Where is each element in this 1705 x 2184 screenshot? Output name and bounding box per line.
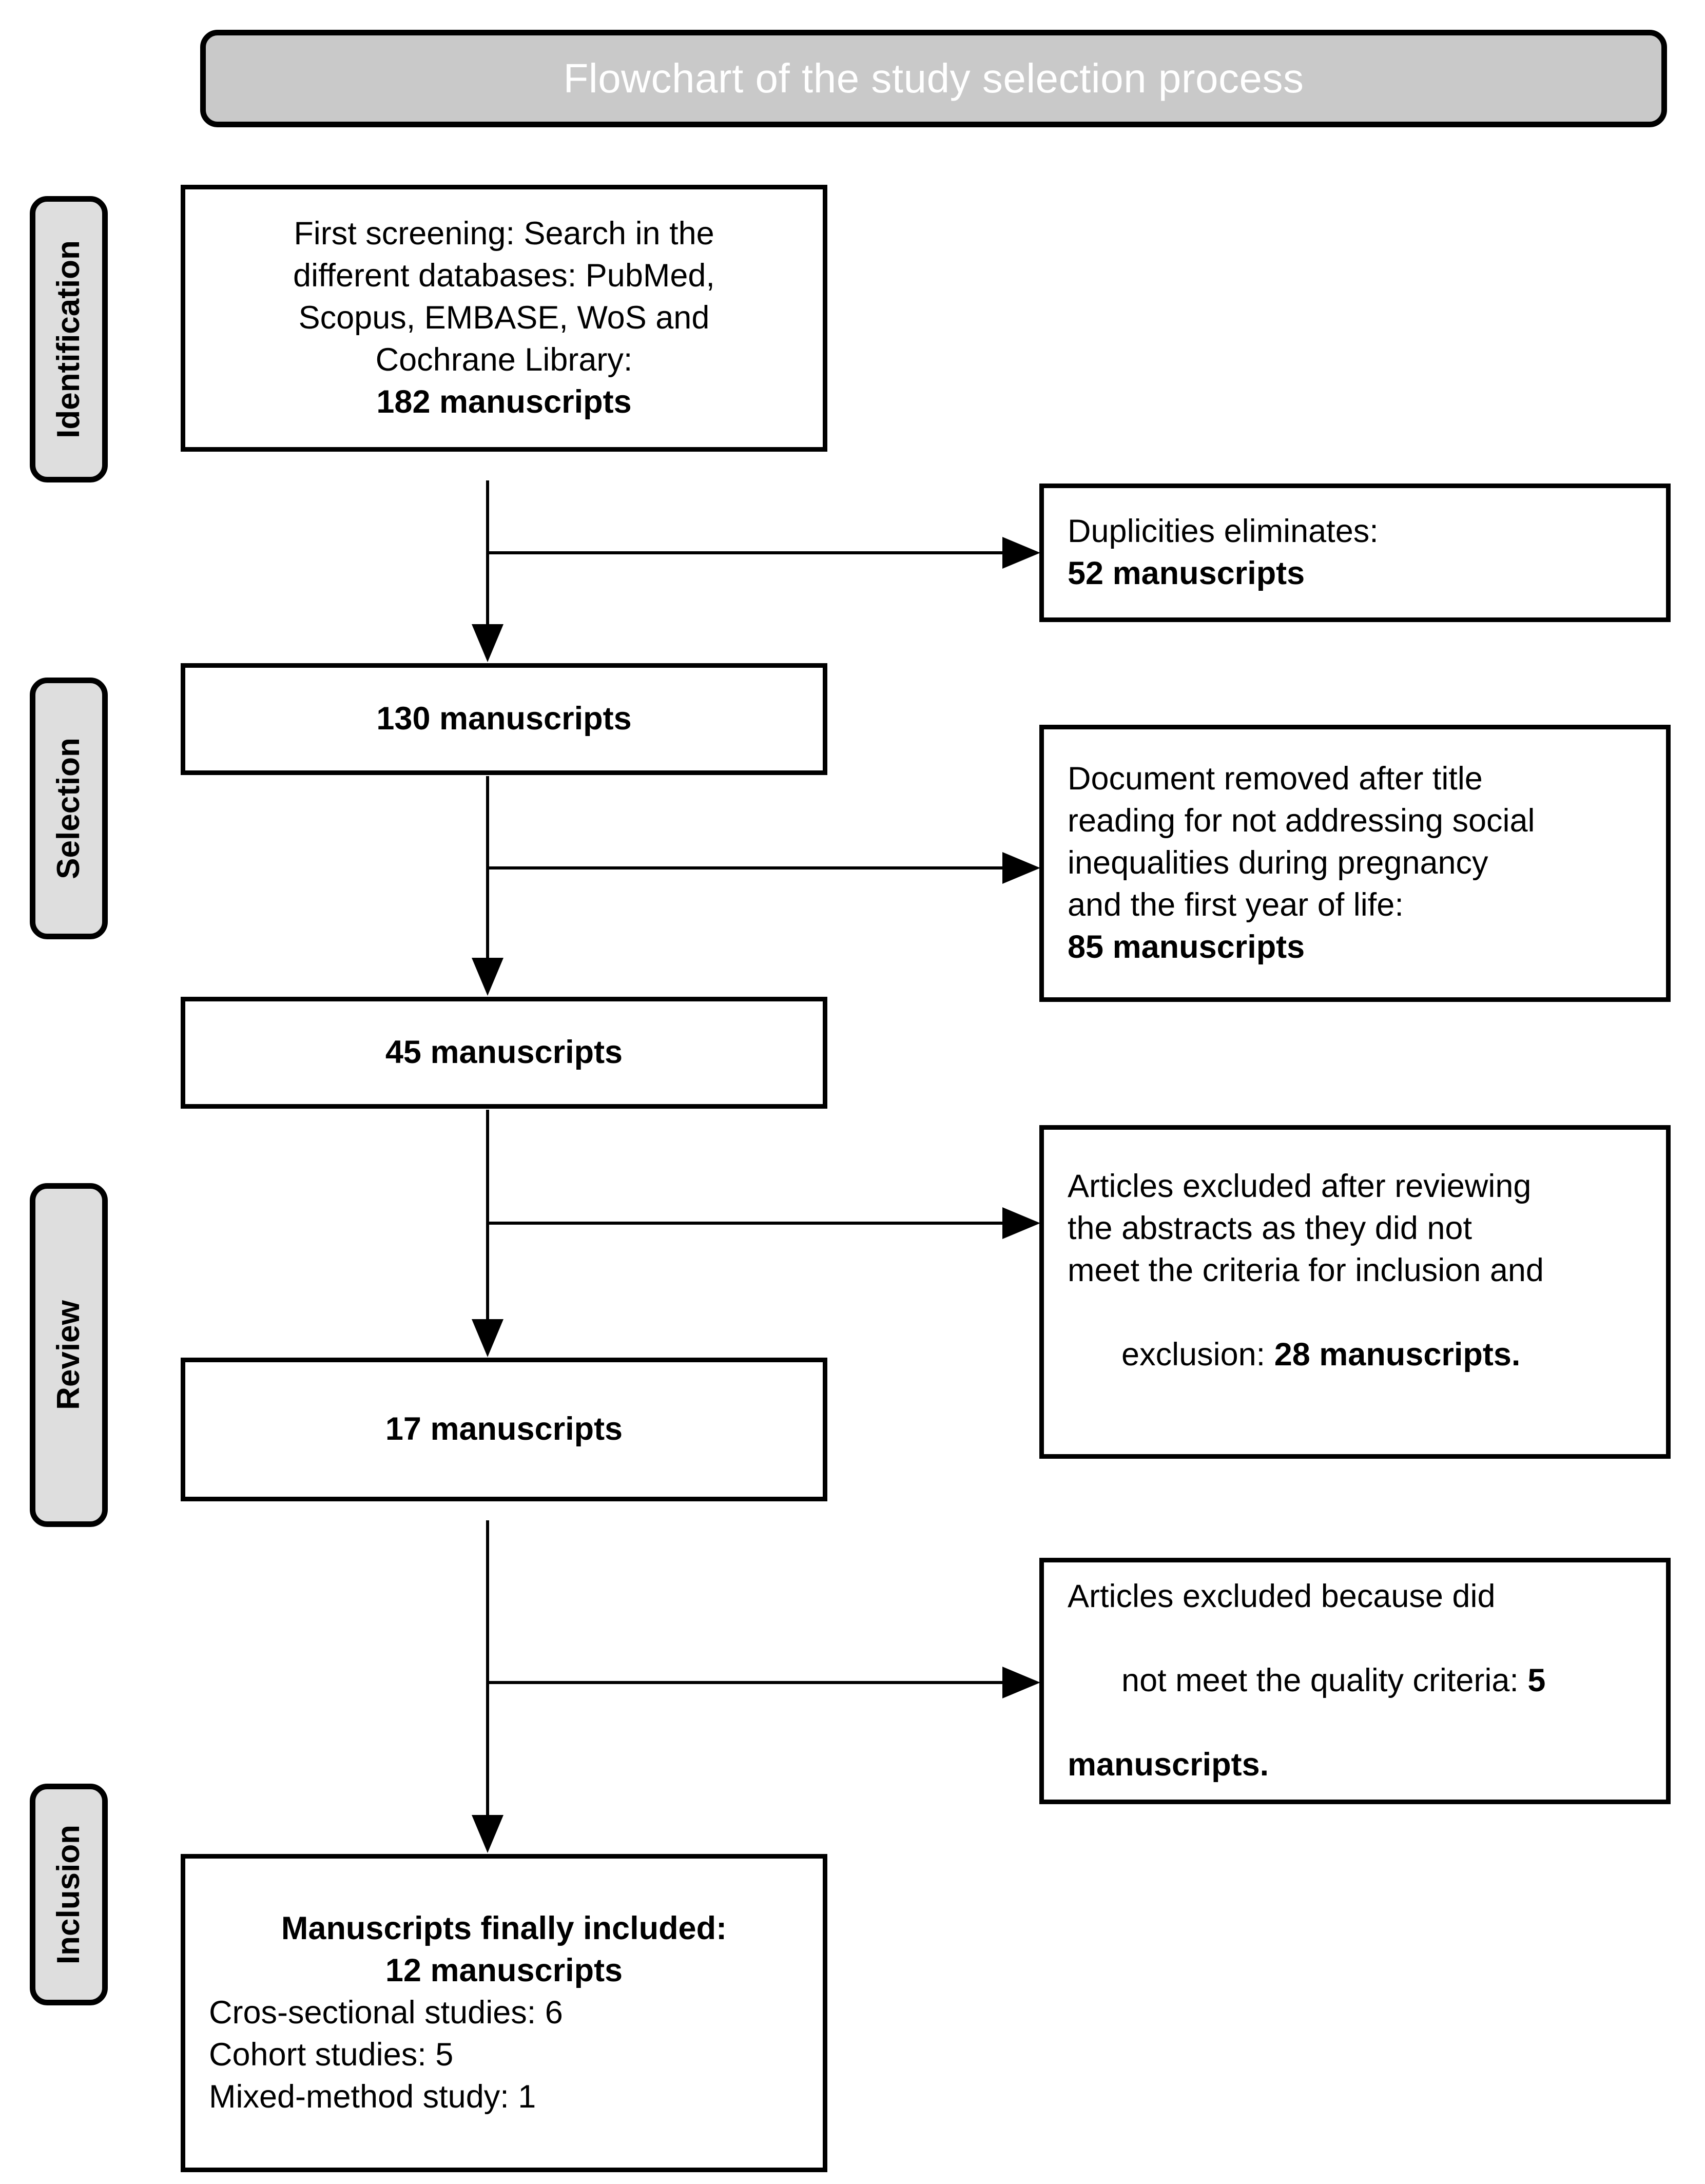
quality-excluded-line-1: Articles excluded because did bbox=[1068, 1578, 1496, 1615]
connector-line-to-title-excluded bbox=[488, 866, 1003, 869]
stage-label-identification-text: Identification bbox=[51, 240, 86, 438]
abstract-excluded-line-2: the abstracts as they did not bbox=[1068, 1210, 1472, 1247]
first-screening-line-2: different databases: PubMed, bbox=[293, 258, 715, 294]
box-after-title-screening: 45 manuscripts bbox=[181, 997, 827, 1109]
stage-label-review-text: Review bbox=[51, 1300, 87, 1410]
box-title-excluded: Document removed after title reading for… bbox=[1039, 725, 1671, 1002]
connector-line-45-to-17 bbox=[486, 1110, 489, 1320]
connector-line-to-quality-excluded bbox=[488, 1681, 1003, 1684]
box-quality-excluded: Articles excluded because did not meet t… bbox=[1039, 1558, 1671, 1804]
first-screening-line-1: First screening: Search in the bbox=[294, 216, 714, 252]
box-after-duplicates: 130 manuscripts bbox=[181, 663, 827, 775]
abstract-excluded-count: 28 manuscripts. bbox=[1274, 1336, 1521, 1373]
title-excluded-line-3: inequalities during pregnancy bbox=[1068, 845, 1488, 881]
quality-excluded-count: 5 bbox=[1527, 1663, 1546, 1699]
stage-label-inclusion: Inclusion bbox=[30, 1784, 108, 2005]
arrow-down-130-to-45 bbox=[472, 958, 503, 996]
quality-excluded-prefix: not meet the quality criteria: bbox=[1121, 1663, 1528, 1699]
title-excluded-line-2: reading for not addressing social bbox=[1068, 803, 1535, 839]
arrow-down-45-to-17 bbox=[472, 1319, 503, 1357]
quality-excluded-line-2: not meet the quality criteria: 5 bbox=[1044, 1618, 1666, 1744]
first-screening-count: 182 manuscripts bbox=[376, 383, 632, 420]
stage-label-selection: Selection bbox=[30, 678, 108, 939]
box-first-screening: First screening: Search in the different… bbox=[181, 185, 827, 452]
arrow-down-17-to-included bbox=[472, 1815, 503, 1853]
title-excluded-line-1: Document removed after title bbox=[1068, 761, 1483, 797]
final-included-line-3: Cros-sectional studies: 6 bbox=[209, 1995, 563, 2031]
flowchart-title-banner: Flowchart of the study selection process bbox=[200, 30, 1667, 127]
arrow-right-to-duplicates bbox=[1002, 537, 1040, 569]
final-included-line-2: 12 manuscripts bbox=[385, 1953, 623, 1989]
quality-excluded-line-3: manuscripts. bbox=[1068, 1746, 1269, 1783]
box-after-abstract-screening: 17 manuscripts bbox=[181, 1358, 827, 1501]
arrow-down-screening-to-130 bbox=[472, 624, 503, 662]
box-abstract-excluded: Articles excluded after reviewing the ab… bbox=[1039, 1125, 1671, 1459]
first-screening-line-3: Scopus, EMBASE, WoS and bbox=[298, 300, 710, 336]
flowchart-title-text: Flowchart of the study selection process bbox=[563, 55, 1304, 101]
first-screening-line-4: Cochrane Library: bbox=[375, 341, 633, 378]
duplicates-line-1: Duplicities eliminates: bbox=[1068, 513, 1379, 550]
after-duplicates-count: 130 manuscripts bbox=[376, 701, 632, 737]
final-included-line-5: Mixed-method study: 1 bbox=[209, 2078, 536, 2115]
arrow-right-to-quality-excluded bbox=[1002, 1667, 1040, 1698]
after-title-count: 45 manuscripts bbox=[385, 1034, 623, 1071]
arrow-right-to-title-excluded bbox=[1002, 852, 1040, 884]
abstract-excluded-line-3: meet the criteria for inclusion and bbox=[1068, 1252, 1544, 1289]
after-abstract-count: 17 manuscripts bbox=[385, 1411, 623, 1447]
box-final-included: Manuscripts finally included: 12 manuscr… bbox=[181, 1854, 827, 2172]
connector-line-to-duplicates bbox=[488, 551, 1003, 554]
arrow-right-to-abstract-excluded bbox=[1002, 1207, 1040, 1239]
stage-label-review: Review bbox=[30, 1183, 108, 1527]
box-duplicates-eliminated: Duplicities eliminates: 52 manuscripts bbox=[1039, 484, 1671, 622]
duplicates-count: 52 manuscripts bbox=[1068, 555, 1305, 591]
connector-line-17-to-included bbox=[486, 1520, 489, 1816]
title-excluded-line-4: and the first year of life: bbox=[1068, 886, 1404, 923]
stage-label-identification: Identification bbox=[30, 196, 108, 482]
stage-label-selection-text: Selection bbox=[51, 738, 87, 879]
abstract-excluded-prefix: exclusion: bbox=[1121, 1336, 1274, 1373]
abstract-excluded-line-1: Articles excluded after reviewing bbox=[1068, 1168, 1532, 1205]
final-included-line-4: Cohort studies: 5 bbox=[209, 2036, 454, 2073]
title-excluded-count: 85 manuscripts bbox=[1068, 929, 1305, 965]
final-included-line-1: Manuscripts finally included: bbox=[281, 1910, 727, 1947]
stage-label-inclusion-text: Inclusion bbox=[51, 1824, 87, 1965]
connector-line-to-abstract-excluded bbox=[488, 1222, 1003, 1225]
abstract-excluded-line-4: exclusion: 28 manuscripts. bbox=[1044, 1292, 1666, 1418]
